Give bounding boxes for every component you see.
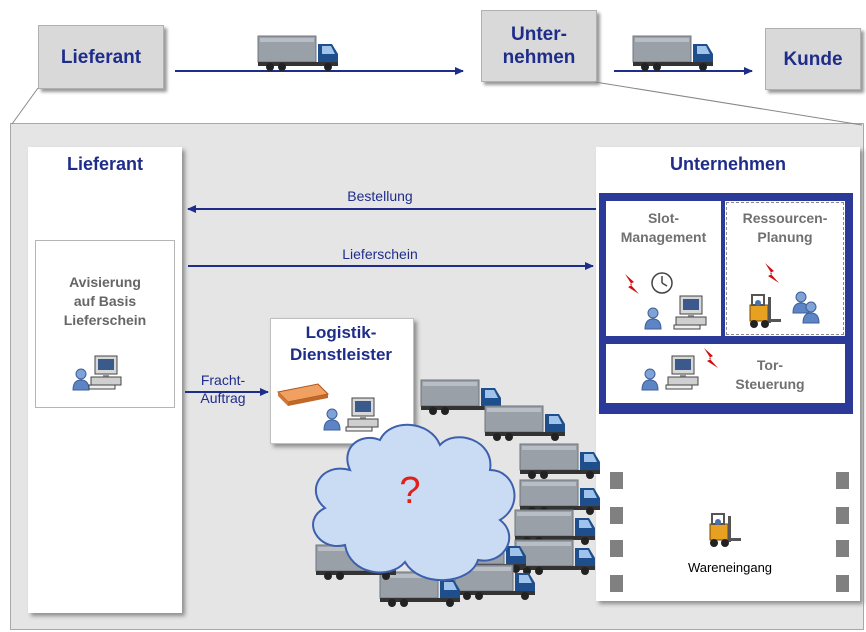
dock-door (836, 540, 849, 557)
person-icon (641, 368, 659, 391)
computer-icon (673, 295, 707, 330)
top-company-box: Unter- nehmen (481, 10, 597, 82)
dock-door (610, 507, 623, 524)
order-label: Bestellung (347, 188, 413, 204)
computer-icon (88, 355, 122, 390)
dock-door (836, 507, 849, 524)
zoom-line-left (11, 87, 39, 125)
pallet-icon (276, 383, 330, 406)
notification-label-3: Lieferschein (63, 312, 147, 328)
computer-icon (665, 355, 699, 390)
logistics-label-1: Logistik- (305, 323, 377, 342)
slot-label-2: Management (620, 229, 707, 245)
truck-icon (519, 443, 601, 480)
dock-door (836, 575, 849, 592)
dock-door (610, 472, 623, 489)
logistics-provider-box (270, 318, 414, 444)
dock-door (610, 575, 623, 592)
freight-label-1: Fracht- (200, 372, 246, 388)
top-company-label-2: nehmen (502, 47, 576, 68)
forklift-icon (749, 294, 782, 329)
logistics-provider-title: Logistik- Dienstleister (270, 322, 412, 366)
freight-order-label: Fracht- Auftrag (186, 371, 260, 407)
truck-icon (632, 35, 714, 72)
slot-management-box: Slot- Management (606, 201, 721, 336)
resource-planning-box: Ressourcen- Planung (725, 201, 845, 336)
dock-door (610, 540, 623, 557)
gate-label-2: Steuerung (735, 376, 805, 392)
resource-label-2: Planung (757, 229, 813, 245)
delivery-note-label: Lieferschein (342, 246, 418, 262)
top-customer-label: Kunde (783, 48, 843, 70)
top-company-label-1: Unter- (511, 24, 567, 45)
person-icon (72, 368, 90, 391)
supplier-column-title: Lieferant (66, 154, 144, 174)
uncertainty-cloud (312, 423, 516, 582)
company-column-title: Unternehmen (669, 154, 786, 174)
notification-label-2: auf Basis (73, 293, 137, 309)
person-icon (323, 408, 341, 431)
forklift-icon (709, 513, 742, 548)
freight-label-2: Auftrag (200, 390, 246, 406)
top-customer-box: Kunde (765, 28, 861, 90)
computer-icon (345, 397, 379, 432)
notification-label-1: Avisierung (69, 274, 141, 290)
gate-label-1: Tor- (756, 357, 784, 373)
truck-icon (484, 405, 566, 442)
zoom-line-right (594, 81, 863, 126)
truck-icon (514, 539, 596, 576)
lightning-icon (765, 263, 779, 283)
slot-label-1: Slot- (647, 210, 680, 226)
top-supplier-box: Lieferant (38, 25, 164, 89)
dock-door (836, 472, 849, 489)
truck-icon (257, 35, 339, 72)
top-supplier-label: Lieferant (60, 46, 142, 68)
clock-icon (651, 272, 673, 294)
goods-receipt-label: Wareneingang (687, 560, 773, 575)
question-mark: ? (399, 470, 421, 512)
lightning-icon (625, 274, 639, 294)
person-icon (644, 307, 662, 330)
lightning-icon (704, 348, 718, 368)
resource-label-1: Ressourcen- (742, 210, 828, 226)
logistics-label-2: Dienstleister (289, 345, 393, 364)
